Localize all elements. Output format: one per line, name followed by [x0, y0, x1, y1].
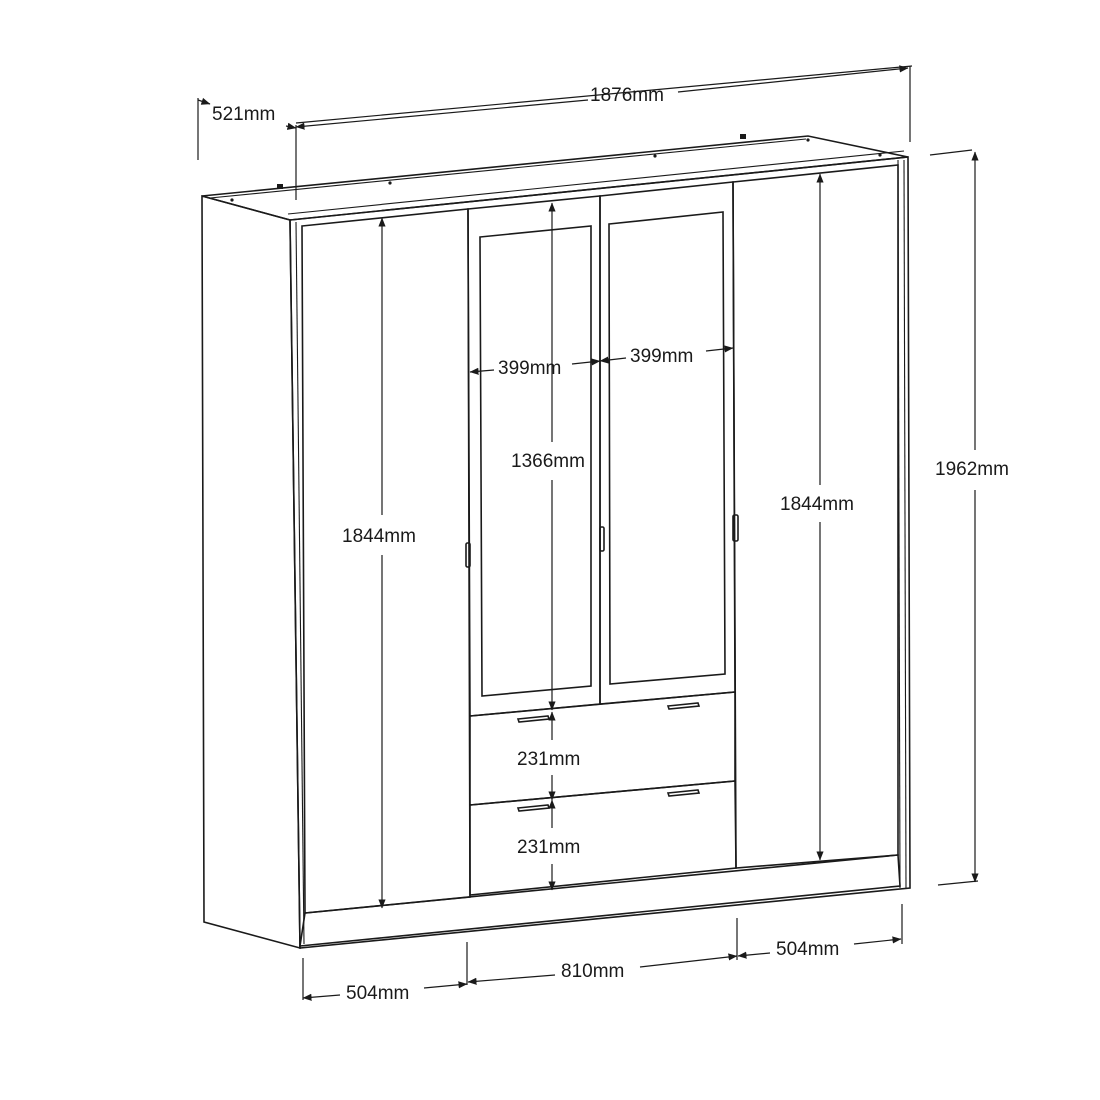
right-door: [732, 164, 899, 869]
wardrobe-plinth: [299, 854, 901, 947]
upper-drawer-handle-left: [516, 715, 551, 723]
mirror-door-right: [599, 181, 736, 705]
upper-drawer-height-label: 231mm: [517, 749, 580, 770]
right-door-handle: [732, 514, 739, 542]
mirror-door-handle: [599, 526, 605, 552]
top-hardware-marks: [230, 134, 882, 202]
left-door-handle: [465, 542, 471, 568]
left-door: [301, 208, 471, 914]
left-section-width-label: 504mm: [346, 983, 409, 1004]
lower-drawer-height-label: 231mm: [517, 837, 580, 858]
left-door-height-label: 1844mm: [342, 526, 416, 547]
wardrobe-drawing: [201, 134, 911, 950]
upper-drawer-handle-right: [666, 702, 701, 710]
dimension-labels: 1876mm 521mm 1962mm 1844mm 1844mm 399mm …: [212, 85, 1009, 1004]
mirror-height-label: 1366mm: [511, 451, 585, 472]
overall-width-label: 1876mm: [590, 85, 664, 106]
upper-drawer: [469, 691, 736, 806]
mirror-right-width-label: 399mm: [630, 346, 693, 367]
overall-height-label: 1962mm: [935, 459, 1009, 480]
right-door-height-label: 1844mm: [780, 494, 854, 515]
mirror-left-width-label: 399mm: [498, 358, 561, 379]
dimension-lines: [197, 65, 979, 1001]
mirror-left-glass: [479, 225, 592, 697]
wardrobe-front-frame: [289, 156, 911, 949]
lower-drawer-handle-right: [666, 789, 701, 797]
right-section-width-label: 504mm: [776, 939, 839, 960]
middle-section-width-label: 810mm: [561, 961, 624, 982]
lower-drawer: [469, 780, 737, 896]
mirror-right-glass: [608, 211, 726, 685]
depth-label: 521mm: [212, 104, 275, 125]
lower-drawer-handle-left: [516, 804, 551, 812]
wardrobe-side-panel: [201, 194, 301, 950]
wardrobe-top-panel: [201, 135, 909, 221]
